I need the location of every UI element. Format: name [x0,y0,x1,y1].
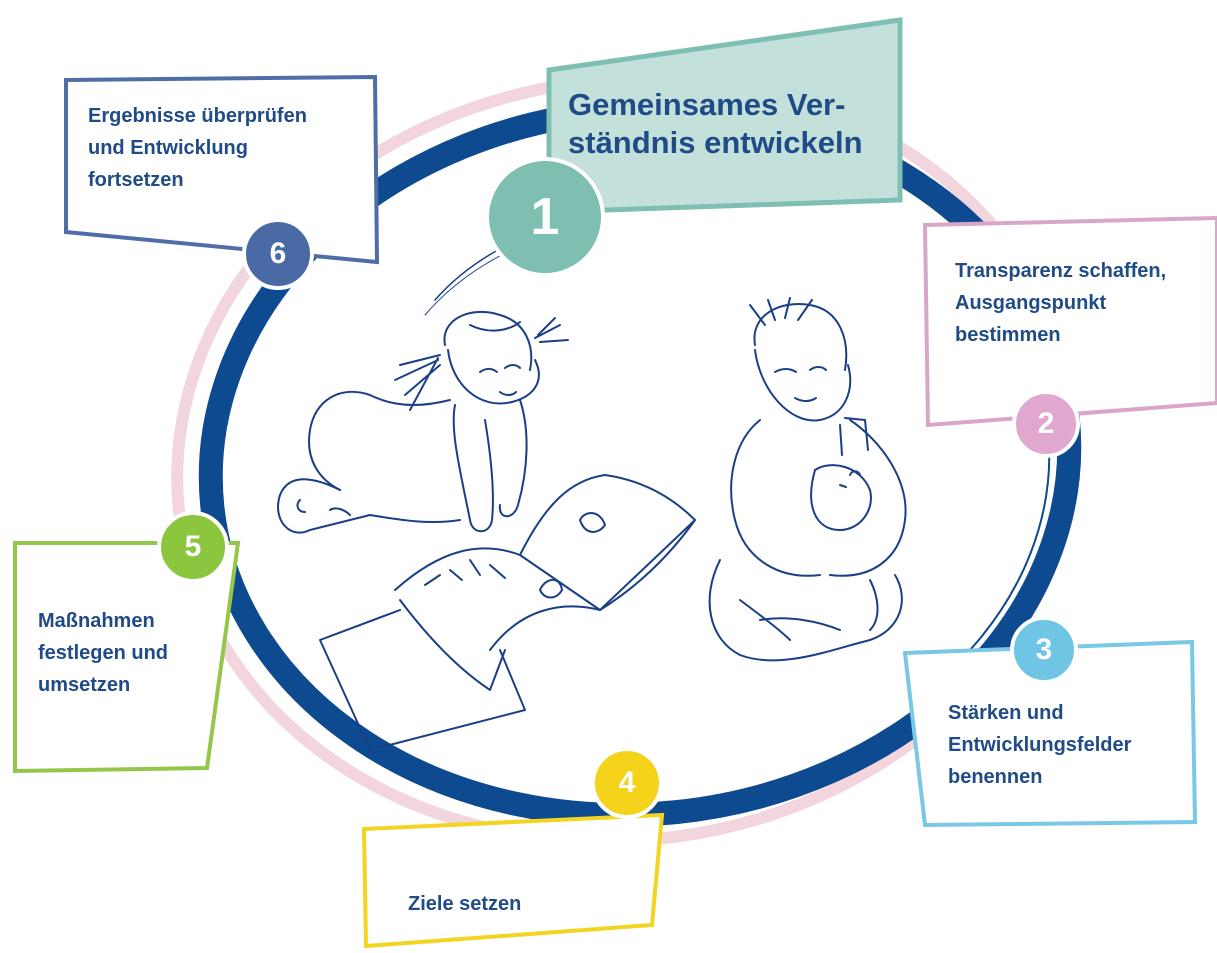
girl-sketch [277,310,569,534]
step-3-number: 3 [1035,633,1053,666]
step-2-number: 2 [1037,407,1055,440]
step-1-circle [485,157,605,277]
step-1-label: Gemeinsames Ver- ständnis entwickeln [568,87,863,160]
step-6-box [64,74,380,265]
step-1-number: 1 [530,188,560,246]
step-6-number: 6 [269,237,287,270]
book-sketch [319,474,696,751]
step-4-box [361,812,665,949]
step-5-number: 5 [184,530,202,563]
step-2-box [922,215,1217,428]
step-4-circle [591,747,663,819]
step-6-circle [242,218,314,290]
boy-sketch [708,297,907,662]
step-2-label: Transparenz schaffen, Ausgangspunkt best… [955,260,1167,346]
step-3-box [902,639,1198,828]
step-6-label: Ergebnisse überprüfen und Entwicklung fo… [88,105,307,191]
step-4-label: Ziele setzen [408,893,522,915]
step-5-circle [157,511,229,583]
step-2-circle [1012,390,1080,458]
step-3-circle [1010,616,1078,684]
step-3-label: Stärken und Entwicklungsfelder benennen [948,702,1132,788]
step-4-number: 4 [618,766,636,799]
step-5-label: Maßnahmen festlegen und umsetzen [38,610,169,696]
